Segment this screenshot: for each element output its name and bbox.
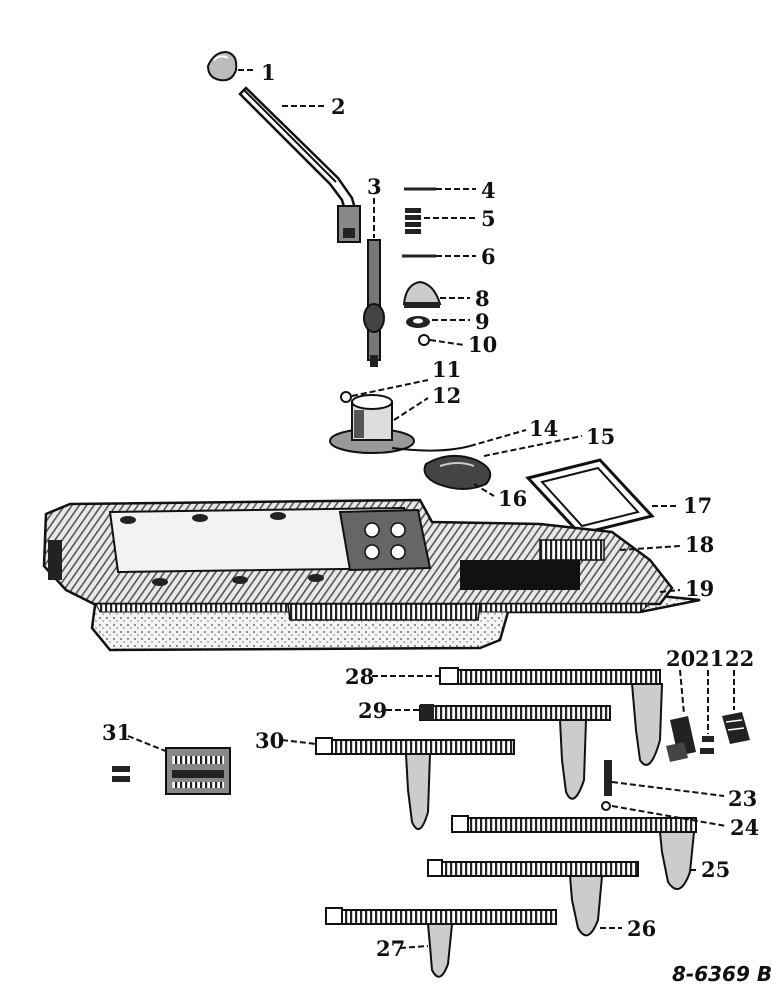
callout-30: 30 — [255, 728, 285, 753]
callout-2: 2 — [331, 94, 346, 119]
callout-20: 20 — [666, 646, 696, 671]
shift-rail-26 — [427, 859, 639, 937]
leader-lines — [127, 69, 735, 949]
callout-26: 26 — [627, 916, 657, 941]
callout-25: 25 — [701, 857, 731, 882]
spring-5 — [405, 208, 421, 234]
callout-9: 9 — [475, 309, 490, 334]
pin-23 — [604, 760, 612, 796]
ball-11 — [340, 391, 352, 403]
callout-3: 3 — [367, 174, 382, 199]
callout-1: 1 — [261, 60, 276, 85]
washer-9 — [406, 316, 430, 328]
lock-plate-31 — [112, 747, 231, 795]
ball-24 — [601, 801, 611, 811]
callout-4: 4 — [481, 178, 496, 203]
callout-17: 17 — [683, 493, 713, 518]
callout-12: 12 — [432, 383, 462, 408]
callout-14: 14 — [529, 416, 559, 441]
callout-31: 31 — [102, 720, 132, 745]
cover-plate-16 — [423, 454, 492, 490]
callout-10: 10 — [468, 332, 498, 357]
gasket-17 — [525, 458, 655, 536]
interlock-21 — [700, 736, 714, 754]
interlock-22 — [722, 712, 750, 744]
boot-8 — [402, 280, 442, 308]
ball-10 — [418, 334, 430, 346]
figure-id: 8-6369 B — [672, 962, 772, 986]
callout-5: 5 — [481, 206, 496, 231]
shift-lever — [238, 86, 361, 243]
shift-rail-27 — [325, 907, 557, 978]
callout-8: 8 — [475, 286, 490, 311]
interlock-20 — [666, 716, 696, 762]
callout-16: 16 — [498, 486, 528, 511]
shift-knob — [206, 50, 238, 82]
callout-22: 22 — [725, 646, 755, 671]
gasket-14 — [391, 445, 471, 452]
callout-28: 28 — [345, 664, 375, 689]
callout-6: 6 — [481, 244, 496, 269]
callout-24: 24 — [730, 815, 760, 840]
shift-rail-25 — [451, 815, 697, 891]
shifter-tower-12 — [329, 394, 415, 454]
callout-15: 15 — [586, 424, 616, 449]
shift-rail-29 — [419, 704, 611, 800]
callout-19: 19 — [685, 576, 715, 601]
callout-18: 18 — [685, 532, 715, 557]
callout-27: 27 — [376, 936, 406, 961]
shift-rail-30 — [315, 737, 515, 831]
transmission-cover-housing — [42, 498, 701, 652]
callout-21: 21 — [695, 646, 725, 671]
callout-23: 23 — [728, 786, 758, 811]
callout-29: 29 — [358, 698, 388, 723]
callout-11: 11 — [432, 357, 462, 382]
shift-rod — [363, 239, 385, 367]
